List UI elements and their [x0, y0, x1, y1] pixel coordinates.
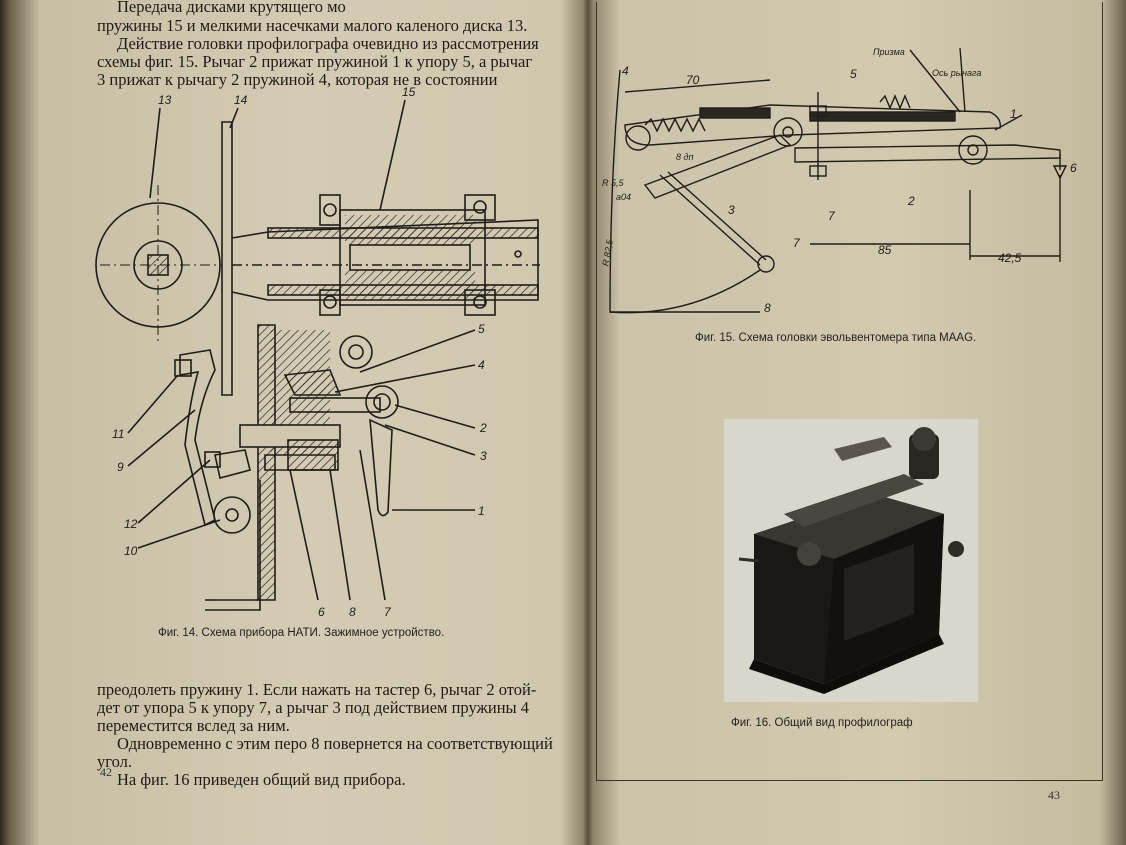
figure-15-label: Ось рычага — [932, 68, 981, 78]
figure-15-label: 85 — [878, 243, 892, 257]
text-line: На фиг. 16 приведен общий вид прибора. — [117, 770, 406, 789]
figure-16-caption: Фиг. 16. Общий вид профилограф — [731, 717, 913, 729]
page-number: 43 — [1048, 788, 1060, 802]
text-line: Передача дисками крутящего мо — [117, 0, 346, 16]
figure-14-diagram: 13 14 15 5 4 2 3 1 11 9 12 10 6 8 7 — [95, 85, 540, 619]
figure-15-label: Призма — [873, 47, 905, 57]
figure-14-label: 3 — [480, 449, 487, 463]
figure-15-label: 1 — [1010, 107, 1017, 121]
figure-15-label: 42,5 — [998, 251, 1022, 265]
text-line: преодолеть пружину 1. Если нажать на тас… — [97, 680, 537, 699]
figure-15-label: 5 — [850, 67, 857, 81]
text-line: дет от упора 5 к упору 7, а рычаг 3 под … — [97, 698, 530, 717]
figure-14-label: 15 — [402, 85, 416, 99]
text-line: схемы фиг. 15. Рычаг 2 прижат пружиной 1… — [97, 52, 533, 71]
figure-15-label: 7 — [793, 236, 801, 250]
text-line: Одновременно с этим перо 8 повернется на… — [117, 734, 553, 753]
figure-14-label: 6 — [318, 605, 325, 619]
page-number: 42 — [100, 765, 112, 779]
figure-14-label: 2 — [479, 421, 487, 435]
text-line: угол. — [97, 752, 132, 771]
text-line: переместится вслед за ним. — [97, 716, 290, 735]
left-page: Передача дисками крутящего мо пружины 15… — [95, 0, 553, 789]
figure-15-label: 7 — [828, 209, 836, 223]
figure-15-label: 2 — [907, 194, 915, 208]
right-page: 4 70 5 Призма Ось рычага 1 6 8 дп R 5,5 … — [590, 0, 1126, 845]
text-line: пружины 15 и мелкими насечками малого ка… — [97, 16, 528, 35]
figure-15-label: 8 дп — [676, 152, 693, 162]
figure-15-label: R 82,5 — [600, 238, 615, 267]
figure-15-label: 6 — [1070, 161, 1077, 175]
figure-15-label: 3 — [728, 203, 735, 217]
figure-14-label: 13 — [158, 93, 172, 107]
figure-14-label: 10 — [124, 544, 138, 558]
figure-14-label: 1 — [478, 504, 485, 518]
figure-14-label: 9 — [117, 460, 124, 474]
figure-14-label: 5 — [478, 322, 485, 336]
figure-14-label: 8 — [349, 605, 356, 619]
figure-15-label: 8 — [764, 301, 771, 315]
figure-14-label: 7 — [384, 605, 392, 619]
figure-15-label: R 5,5 — [602, 178, 625, 188]
figure-14-label: 4 — [478, 358, 485, 372]
text-line: 3 прижат к рычагу 2 пружиной 4, которая … — [97, 70, 498, 89]
figure-14-label: 14 — [234, 93, 248, 107]
figure-15-label: 70 — [686, 73, 700, 87]
figure-15-caption: Фиг. 15. Схема головки эвольвентомера ти… — [695, 332, 977, 344]
profilograph-photo — [724, 419, 978, 702]
figure-14-label: 12 — [124, 517, 138, 531]
figure-15-label: a04 — [616, 192, 631, 202]
figure-15-diagram: 4 70 5 Призма Ось рычага 1 6 8 дп R 5,5 … — [600, 47, 1077, 315]
text-line: Действие головки профилографа очевидно и… — [117, 34, 539, 53]
figure-15-label: 4 — [622, 64, 629, 78]
page-frame — [596, 2, 1103, 781]
figure-14-caption: Фиг. 14. Схема прибора НАТИ. Зажимное ус… — [158, 627, 445, 639]
figure-16-photo — [724, 419, 978, 702]
figure-14-label: 11 — [112, 427, 124, 441]
